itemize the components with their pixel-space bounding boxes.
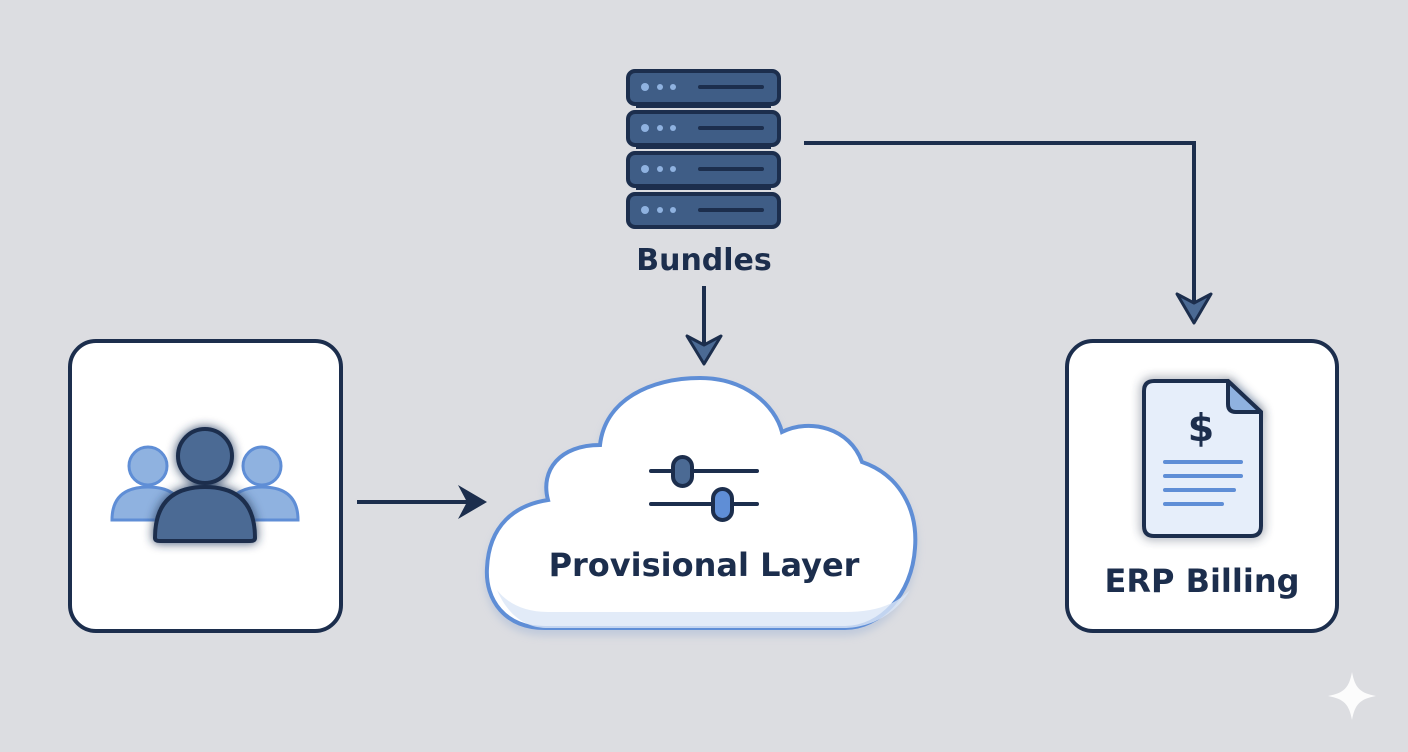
sparkle-icon xyxy=(1328,672,1376,720)
bundles-label: Bundles xyxy=(636,243,772,278)
edge-bundles-to-provisional xyxy=(685,286,723,366)
edge-bundles-to-erp xyxy=(804,141,1213,325)
arrowhead-down-icon xyxy=(685,334,723,366)
invoice-document-icon xyxy=(1142,379,1263,538)
erp-billing-node[interactable]: $ ERP Billing xyxy=(1065,339,1339,633)
bundles-node[interactable]: Bundles xyxy=(626,69,781,278)
arrowhead-down-icon xyxy=(1175,292,1213,325)
server-stack-icon xyxy=(626,69,781,229)
users-group-icon xyxy=(110,427,300,543)
cloud-bottom-shade xyxy=(497,590,910,628)
arrowhead-right-icon xyxy=(458,485,487,519)
users-node[interactable] xyxy=(68,339,343,633)
edge-users-to-provisional xyxy=(357,485,487,519)
sliders-icon xyxy=(649,455,759,522)
currency-symbol: $ xyxy=(1188,406,1214,450)
provisional-layer-label: Provisional Layer xyxy=(549,546,860,584)
erp-billing-label: ERP Billing xyxy=(1104,562,1299,600)
provisional-layer-node[interactable]: Provisional Layer xyxy=(484,375,918,630)
